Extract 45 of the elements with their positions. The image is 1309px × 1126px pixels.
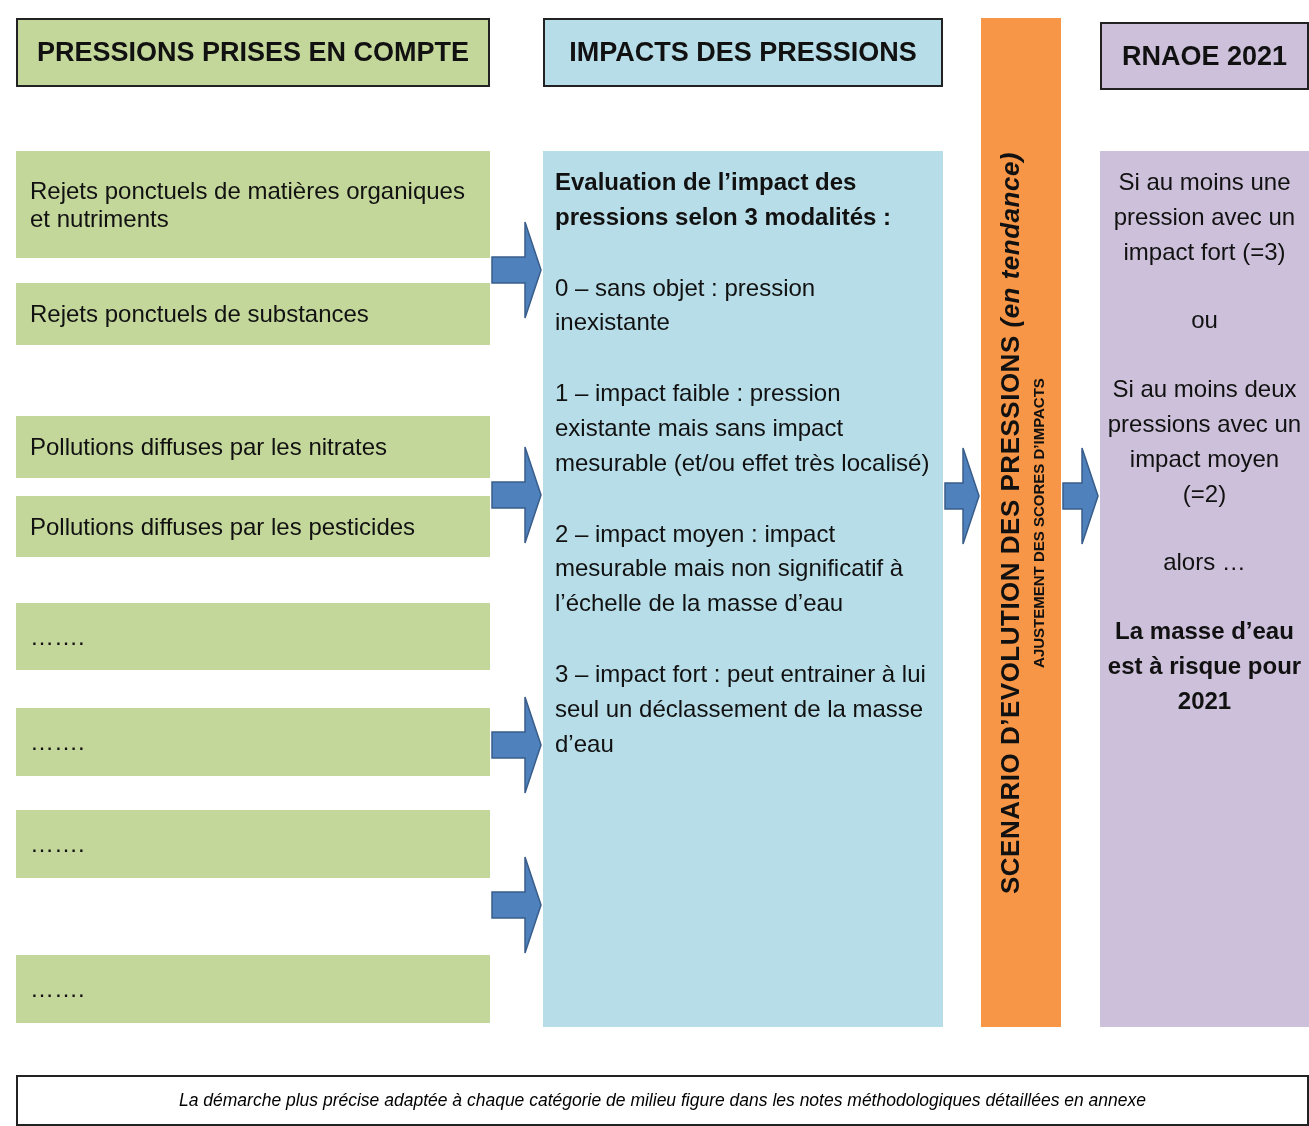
pressure-box bbox=[16, 283, 490, 345]
pressure-box bbox=[16, 603, 490, 670]
condition-text: Si au moins une pression avec un impact fort (=3) bbox=[1112, 167, 1297, 267]
box-label: Rejets ponctuels de substances bbox=[30, 300, 369, 328]
condition-text: ou bbox=[1191, 305, 1218, 336]
band-subtitle: AJUSTEMENT DES SCORES D’IMPACTS bbox=[1030, 377, 1047, 668]
box-label: Pollutions diffuses par les nitrates bbox=[30, 433, 388, 461]
block-arrow bbox=[491, 446, 542, 544]
condition-text: alors … bbox=[1163, 547, 1246, 578]
box-label: ……. bbox=[30, 622, 85, 651]
box-label: ……. bbox=[30, 728, 85, 756]
condition-text: Si au moins deux pressions avec un impact moyen (=2) bbox=[1106, 374, 1303, 509]
box-label: ……. bbox=[30, 975, 85, 1003]
box-label: Pollutions diffuses par les pesticides bbox=[30, 512, 416, 541]
pressure-box bbox=[16, 708, 490, 776]
block-arrow bbox=[491, 696, 542, 794]
pressure-box bbox=[16, 496, 490, 557]
pressure-box bbox=[16, 416, 490, 478]
impact-level-text: 1 – impact faible : pression existante mais sans impact mesurable (et/ou effet très localisé) bbox=[555, 378, 931, 478]
footnote-text: La démarche plus précise adaptée à chaque catégorie de milieu figure dans les notes méthodologiques détaillées en annexe bbox=[178, 1090, 1146, 1111]
scenario-band bbox=[981, 18, 1061, 1027]
pressure-box bbox=[16, 955, 490, 1023]
box-label: ……. bbox=[30, 830, 85, 858]
block-arrow bbox=[491, 856, 542, 954]
impact-level-text: 2 – impact moyen : impact mesurable mais non significatif à l’échelle de la masse d’eau bbox=[555, 518, 905, 619]
header-box bbox=[1100, 22, 1309, 90]
conclusion-text: La masse d’eau est à risque pour 2021 bbox=[1106, 616, 1303, 716]
block-arrow bbox=[1062, 447, 1099, 545]
block-arrow bbox=[491, 221, 542, 319]
header-text: IMPACTS DES PRESSIONS bbox=[569, 37, 917, 68]
box-label: Rejets ponctuels de matières organiques et nutriments bbox=[30, 176, 466, 233]
note-box bbox=[16, 1075, 1309, 1126]
panel-heading: Evaluation de l’impact des pressions selon 3 modalités : bbox=[555, 167, 893, 232]
pressure-box bbox=[16, 810, 490, 878]
impact-level-text: 3 – impact fort : peut entrainer à lui seul un déclassement de la masse d’eau bbox=[555, 658, 927, 759]
impact-panel bbox=[543, 151, 943, 1027]
header-box bbox=[543, 18, 943, 87]
pressure-box bbox=[16, 151, 490, 258]
result-panel bbox=[1100, 151, 1309, 1027]
block-arrow bbox=[944, 447, 980, 545]
header-text: RNAOE 2021 bbox=[1121, 40, 1288, 72]
impact-level-text: 0 – sans objet : pression inexistante bbox=[555, 272, 817, 338]
band-title: SCENARIO D’EVOLUTION DES PRESSIONS (en tendance) bbox=[995, 151, 1026, 894]
header-text: PRESSIONS PRISES EN COMPTE bbox=[36, 37, 470, 68]
header-box bbox=[16, 18, 490, 87]
